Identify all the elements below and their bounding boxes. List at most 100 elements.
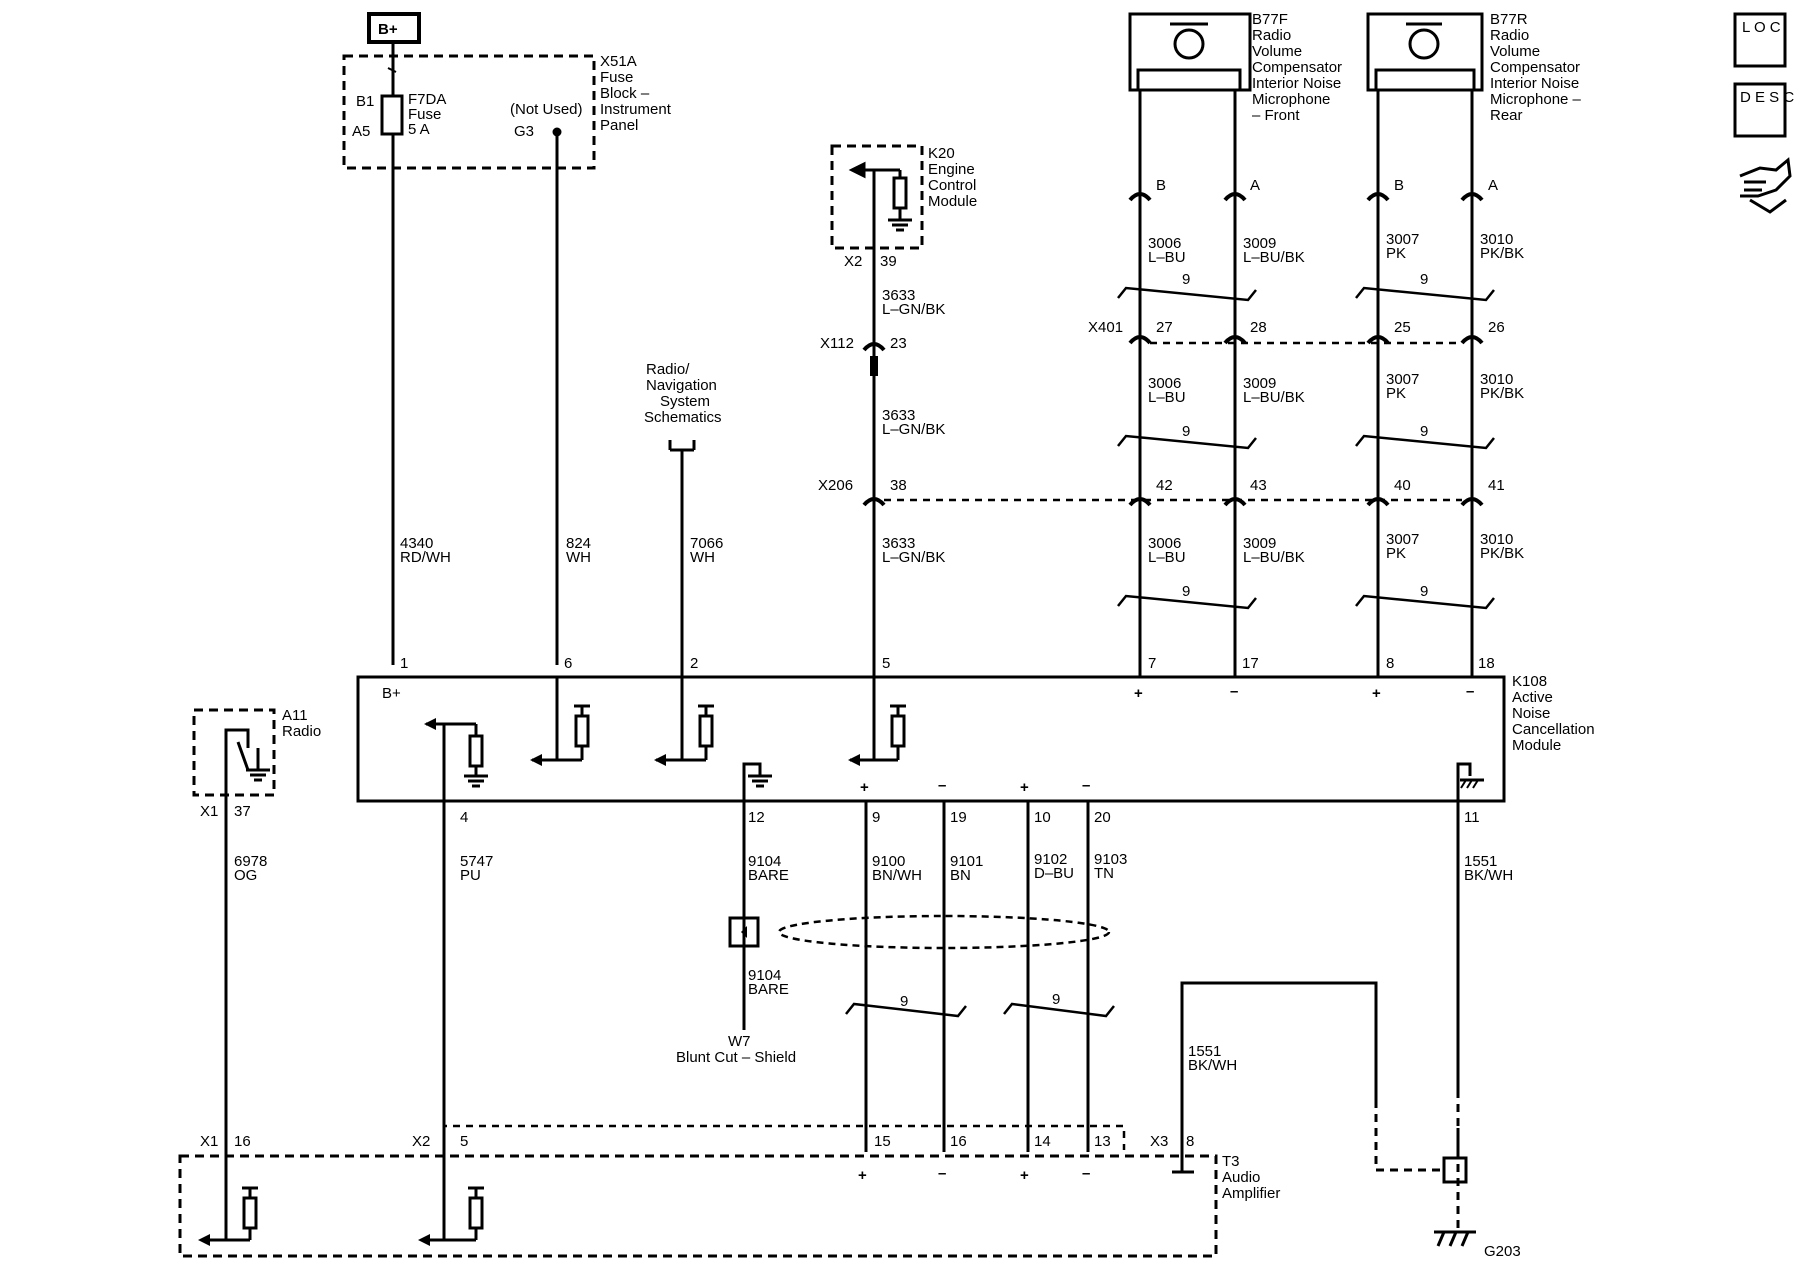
wire-4340: 4340 (400, 535, 433, 552)
b77r-microphone-box (1366, 12, 1484, 92)
ecm-l1: Engine (928, 161, 975, 178)
color-dbu: D–BU (1034, 865, 1074, 882)
radio-pin: 37 (234, 803, 251, 820)
wire-3009-b: 3009 (1243, 375, 1276, 392)
shield-name: W7 (728, 1033, 751, 1050)
twist-label-7: 9 (900, 993, 908, 1010)
wire-6978: 6978 (234, 853, 267, 870)
wire-1551-a: 1551 (1464, 853, 1497, 870)
color-wh-a: WH (566, 549, 591, 566)
color-rdwh: RD/WH (400, 549, 451, 566)
amp-name: T3 (1222, 1153, 1240, 1170)
fuse-name: F7DA (408, 91, 446, 108)
b77f-l4: Interior Noise (1252, 75, 1341, 92)
amp-minus-16: – (938, 1165, 946, 1182)
color-lbubk-b: L–BU/BK (1243, 389, 1305, 406)
amp-p5: 5 (460, 1133, 468, 1150)
wire-3010-b: 3010 (1480, 371, 1513, 388)
amp-x2: X2 (412, 1133, 430, 1150)
anc-p1: 1 (400, 655, 408, 672)
wire-3006-a: 3006 (1148, 235, 1181, 252)
amp-l2: Amplifier (1222, 1185, 1280, 1202)
anc-l1: Active (1512, 689, 1553, 706)
anc-p19: 19 (950, 809, 967, 826)
color-tn: TN (1094, 865, 1114, 882)
ecm-l3: Module (928, 193, 977, 210)
loc-icon-text: L O C (1742, 19, 1781, 36)
color-lbu-b: L–BU (1148, 389, 1186, 406)
anc-l2: Noise (1512, 705, 1550, 722)
color-bnwh: BN/WH (872, 867, 922, 884)
anc-plus-9: + (860, 779, 869, 796)
anc-minus-18: – (1466, 683, 1474, 700)
fuse-block-outline (342, 54, 596, 170)
anc-p20: 20 (1094, 809, 1111, 826)
b77f-name: B77F (1252, 11, 1288, 28)
b77r-l1: Radio (1490, 27, 1529, 44)
anc-minus-19: – (938, 777, 946, 794)
pin-a-front: A (1250, 177, 1260, 194)
shield-l1: Blunt Cut – Shield (676, 1049, 796, 1066)
radio-outline (192, 708, 276, 797)
labels: B+ X51A Fuse Block – Instrument Panel B1… (200, 11, 1794, 1260)
wire-3010-a: 3010 (1480, 231, 1513, 248)
x206-p42: 42 (1156, 477, 1173, 494)
anc-p8: 8 (1386, 655, 1394, 672)
radio-nav-l3: System (660, 393, 710, 410)
radio-l1: Radio (282, 723, 321, 740)
color-pkbk-a: PK/BK (1480, 245, 1524, 262)
b77r-l4: Interior Noise (1490, 75, 1579, 92)
ecm-pin: 39 (880, 253, 897, 270)
anc-module-box (356, 675, 1506, 803)
fuse-block-l3: Instrument (600, 101, 672, 118)
color-bare-a: BARE (748, 867, 789, 884)
ground-terminal (1442, 1156, 1468, 1184)
anc-l3: Cancellation (1512, 721, 1595, 738)
b77r-l5: Microphone – (1490, 91, 1582, 108)
fuse-block-l1: Fuse (600, 69, 633, 86)
color-lbubk-c: L–BU/BK (1243, 549, 1305, 566)
b77r-name: B77R (1490, 11, 1528, 28)
desc-icon[interactable] (1733, 82, 1787, 138)
ecm-conn: X2 (844, 253, 862, 270)
wire-9101: 9101 (950, 853, 983, 870)
color-pk-a: PK (1386, 245, 1406, 262)
pin-a5: A5 (352, 123, 370, 140)
anc-p9: 9 (872, 809, 880, 826)
x206-p43: 43 (1250, 477, 1267, 494)
x206-name: X206 (818, 477, 853, 494)
radio-nav-l1: Radio/ (646, 361, 690, 378)
radio-nav-l4: Schematics (644, 409, 722, 426)
b77f-l5: Microphone (1252, 91, 1330, 108)
color-lbu-a: L–BU (1148, 249, 1186, 266)
twist-label-2: 9 (1420, 271, 1428, 288)
wire-9100: 9100 (872, 853, 905, 870)
wire-3007-b: 3007 (1386, 371, 1419, 388)
anc-p5: 5 (882, 655, 890, 672)
amp-p14: 14 (1034, 1133, 1051, 1150)
pin-b-rear: B (1394, 177, 1404, 194)
not-used-label: (Not Used) (510, 101, 583, 118)
amp-p16a: 16 (234, 1133, 251, 1150)
wire-9102: 9102 (1034, 851, 1067, 868)
x401-p27: 27 (1156, 319, 1173, 336)
loc-icon[interactable] (1733, 12, 1787, 68)
b77f-microphone-box (1128, 12, 1252, 92)
b77f-l3: Compensator (1252, 59, 1342, 76)
pin-b1: B1 (356, 93, 374, 110)
amp-x1: X1 (200, 1133, 218, 1150)
color-bkwh-b: BK/WH (1188, 1057, 1237, 1074)
wire-3009-a: 3009 (1243, 235, 1276, 252)
b77r-l2: Volume (1490, 43, 1540, 60)
anc-p6: 6 (564, 655, 572, 672)
connector-icon[interactable] (1739, 157, 1792, 198)
color-pkbk-b: PK/BK (1480, 385, 1524, 402)
color-bare-b: BARE (748, 981, 789, 998)
color-lgnbk-b: L–GN/BK (882, 421, 945, 438)
wire-3007-c: 3007 (1386, 531, 1419, 548)
fuse-block-l4: Panel (600, 117, 638, 134)
x401-p26: 26 (1488, 319, 1505, 336)
radio-nav-l2: Navigation (646, 377, 717, 394)
